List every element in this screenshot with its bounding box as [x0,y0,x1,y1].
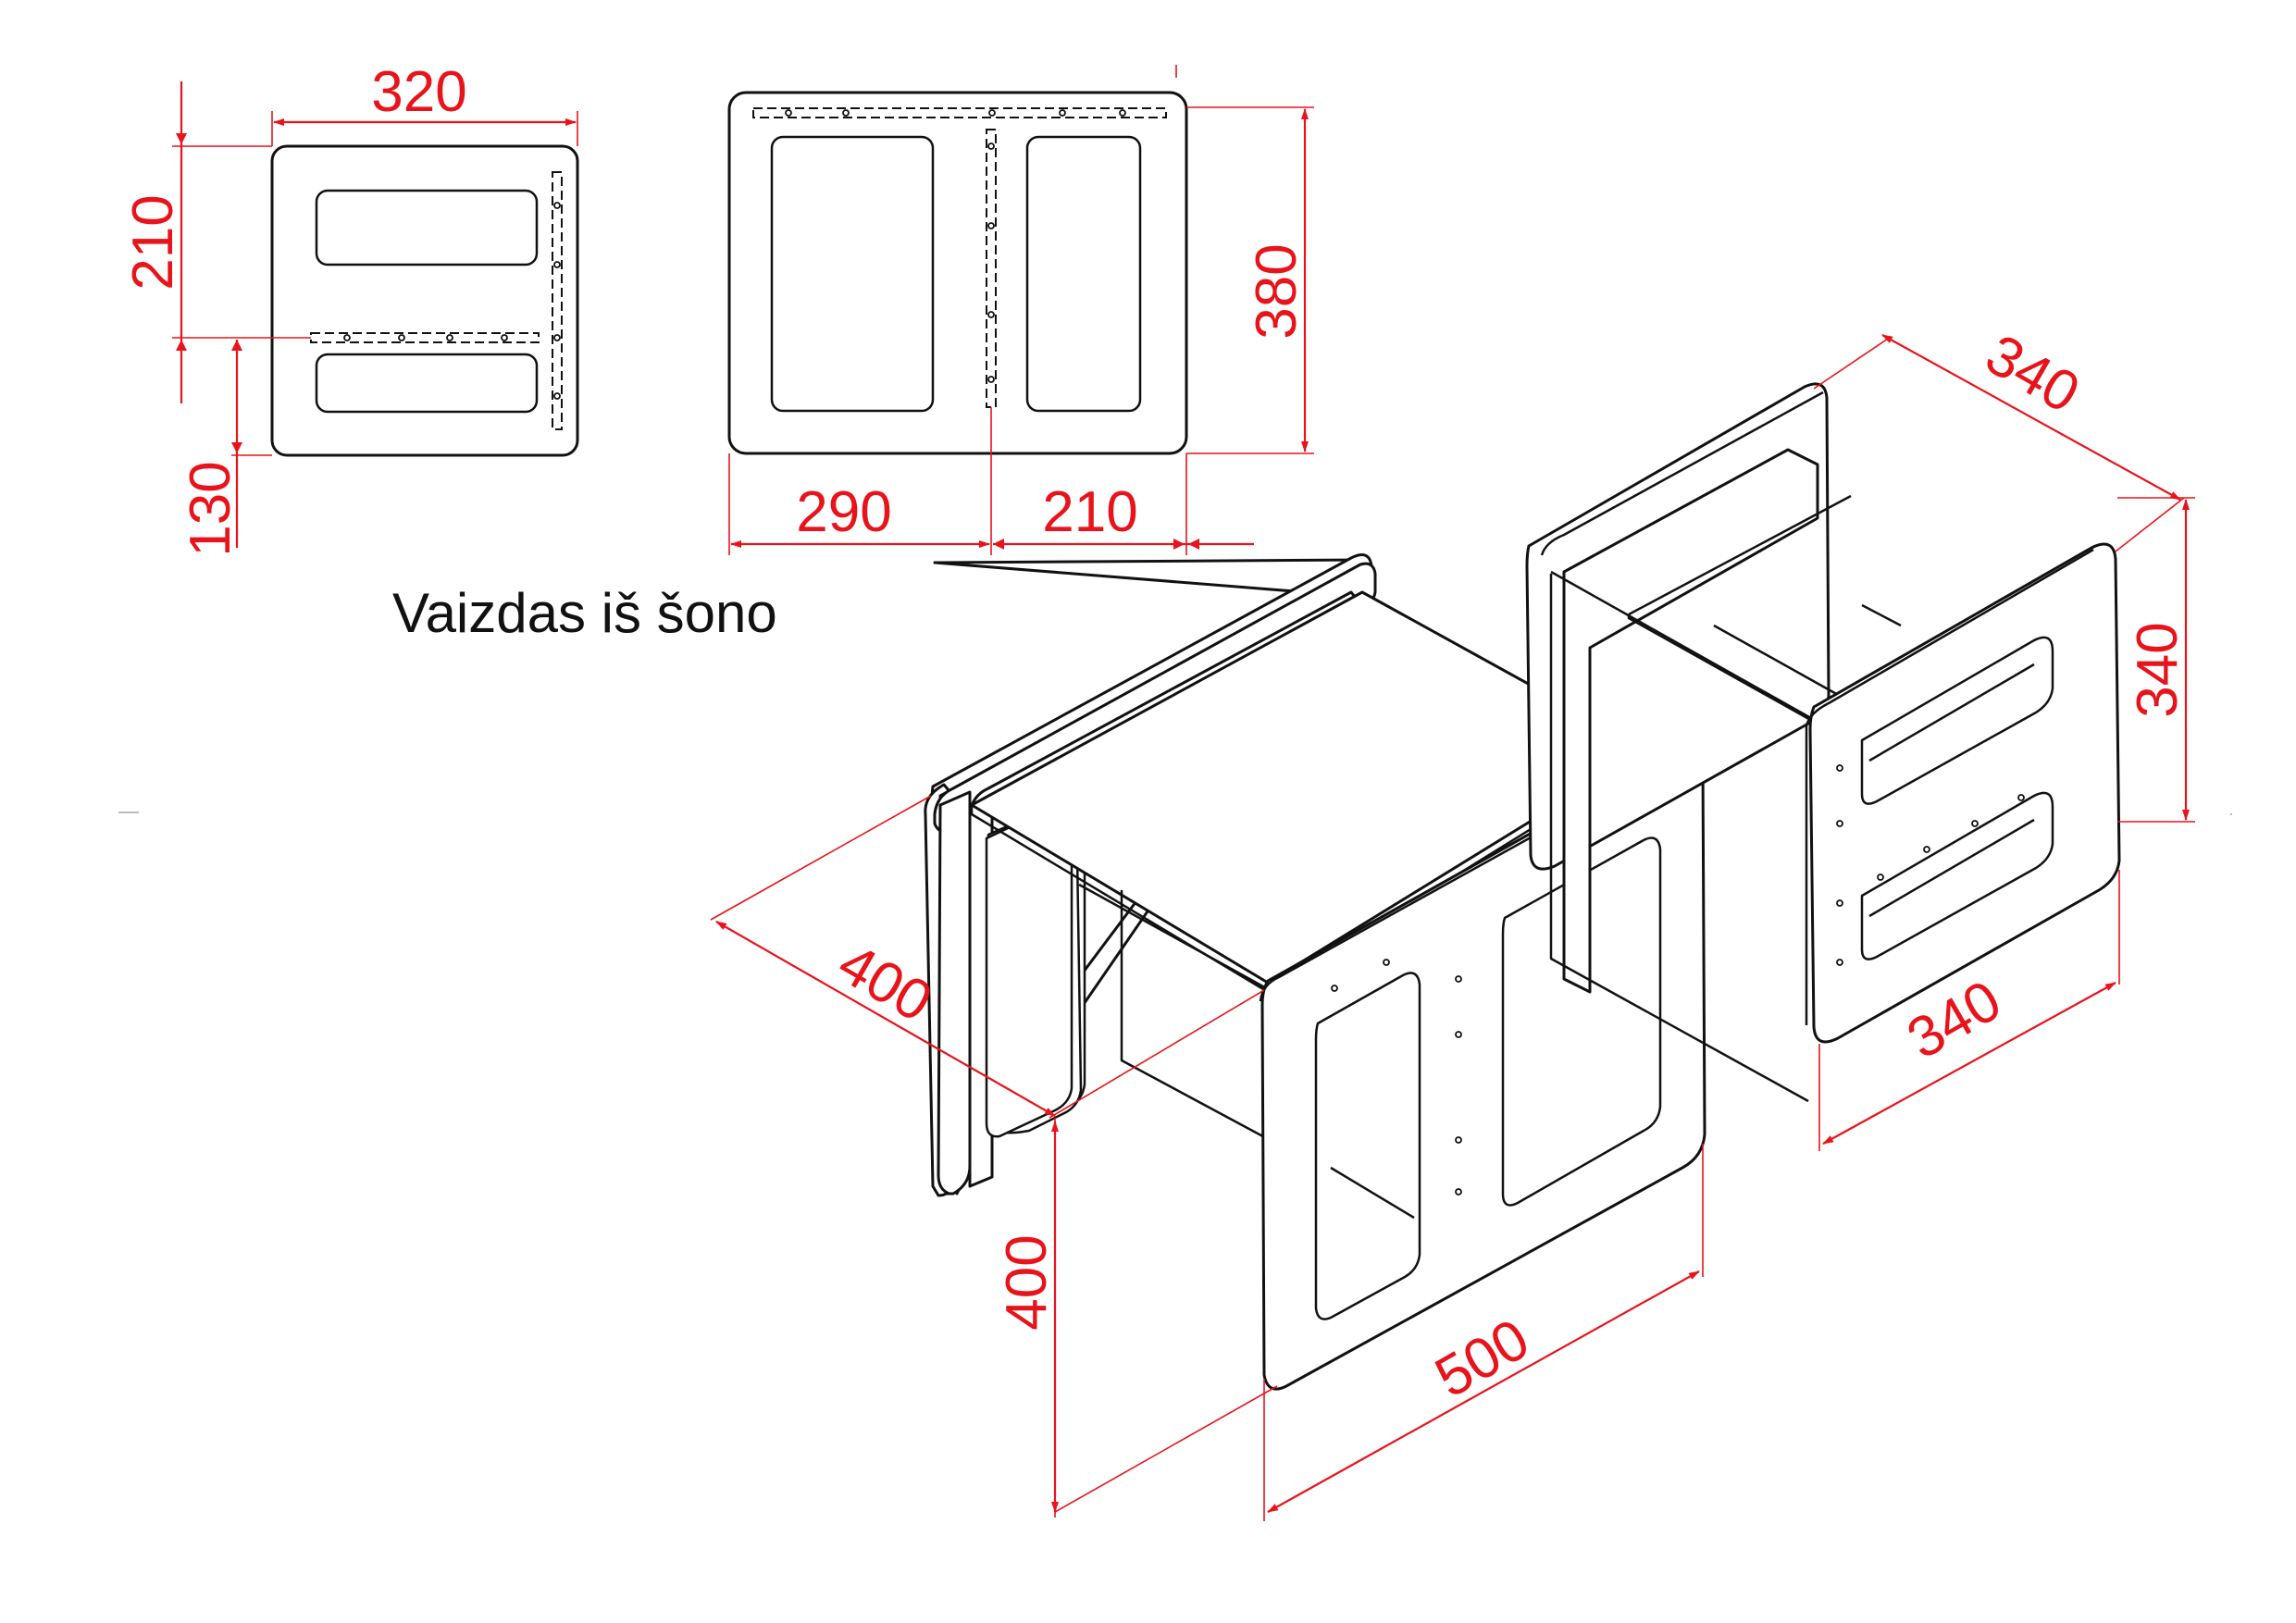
top-hidden-line [752,107,1167,118]
dim-130: 130 [179,461,242,556]
dim-500: 500 [1425,1307,1540,1410]
table-left-cutout [770,135,935,413]
back-hidden-line [552,171,563,430]
stool-isometric [1525,382,2121,1103]
table-back-panel [937,790,972,1196]
stool-screw-holes [1836,764,2025,966]
stool-upper-cutout [315,189,539,266]
dim-210-upper: 210 [121,194,185,290]
dim-380: 380 [1245,243,1309,339]
stool-lower-cutout [315,353,539,414]
shelf-hidden-line [310,332,540,343]
stool-front-cutout-top [1860,636,2054,805]
table-right-cutout [1025,135,1142,413]
stool-front-cutout-bottom [1860,791,2054,960]
table-front-cutout-right [1501,836,1662,1207]
screw-holes-small [343,202,561,400]
side-view-small: 320 210 130 [121,60,579,557]
side-view-large: 380 290 210 [727,65,1314,555]
view-caption: Vaizdas iš šono [392,582,777,644]
dim-210-right: 210 [1042,480,1137,544]
dim-340-height: 340 [2126,622,2190,717]
dim-320: 320 [371,60,466,124]
dim-290: 290 [796,480,891,544]
table-front-cutout-left [1314,972,1421,1320]
dim-400-depth: 400 [827,932,942,1035]
dim-340-top: 340 [1975,323,2090,426]
stool-front-panel [1808,542,2121,1044]
dim-400-height: 400 [995,1234,1059,1330]
screw-holes-large [785,109,1126,383]
